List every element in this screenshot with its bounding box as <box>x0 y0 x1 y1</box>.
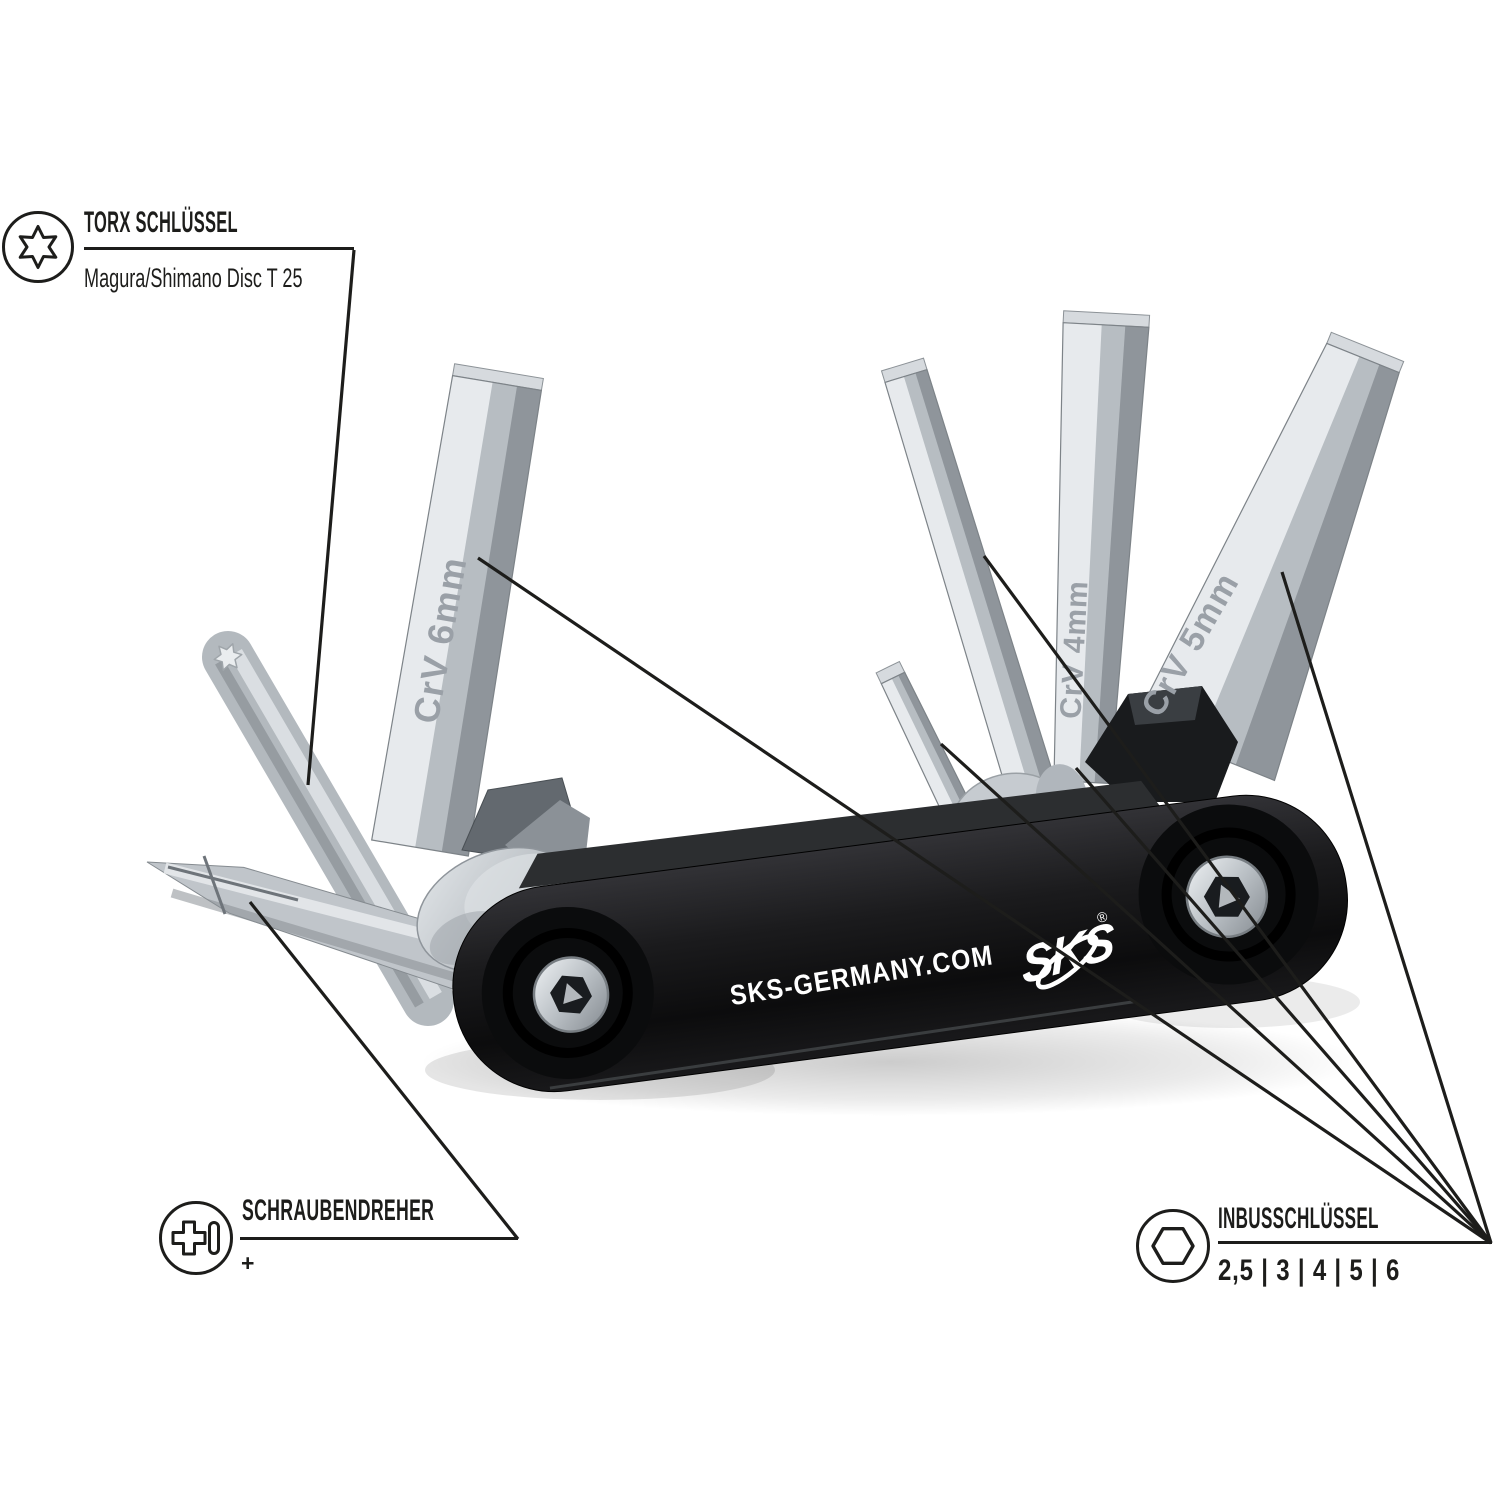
leader-torx <box>306 249 356 786</box>
torx-rule <box>84 247 354 250</box>
screwdriver-plus: + <box>241 1250 255 1276</box>
hex-sizes: 2,5 | 3 | 4 | 5 | 6 <box>1218 1254 1401 1287</box>
hex-key-6mm <box>371 363 544 857</box>
torx-star-icon <box>18 225 58 269</box>
hex-key-3mm <box>880 357 1067 831</box>
torx-subtitle: Magura/Shimano Disc T 25 <box>84 263 303 293</box>
right-hex-socket <box>1203 876 1250 917</box>
hex-key-5mm <box>1132 331 1405 782</box>
hex-rule <box>1218 1241 1492 1244</box>
left-tools <box>146 363 544 1026</box>
leader-hex-4mm <box>1074 766 1493 1245</box>
phillips-flathead-icon <box>171 1220 220 1256</box>
tool-body: SKS-GERMANY.COM SKS ® <box>452 780 1348 1093</box>
left-hex-socket <box>550 975 592 1014</box>
torx-tip <box>213 643 243 671</box>
screwdriver-rule <box>240 1237 518 1240</box>
right-hex-keys <box>875 310 1405 906</box>
torx-annotation-icon <box>2 211 74 283</box>
leader-screwdriver <box>248 901 520 1240</box>
screwdriver-title: SCHRAUBENDREHER <box>242 1194 435 1227</box>
leader-hex-2p5mm <box>939 742 1493 1245</box>
leader-lines <box>248 249 1493 1245</box>
leader-hex-3mm <box>982 555 1493 1244</box>
leader-hex-5mm <box>1280 571 1493 1244</box>
torx-title: TORX SCHLÜSSEL <box>84 206 238 239</box>
left-pivot <box>481 906 654 1079</box>
right-clamp-bracket <box>1085 686 1238 802</box>
hex-annotation-icon <box>1136 1209 1210 1283</box>
hex-title: INBUSSCHLÜSSEL <box>1218 1202 1379 1235</box>
leader-hex-6mm <box>477 556 1492 1245</box>
screwdriver-annotation-icon <box>159 1201 233 1275</box>
hex-socket-icon <box>1151 1227 1195 1265</box>
